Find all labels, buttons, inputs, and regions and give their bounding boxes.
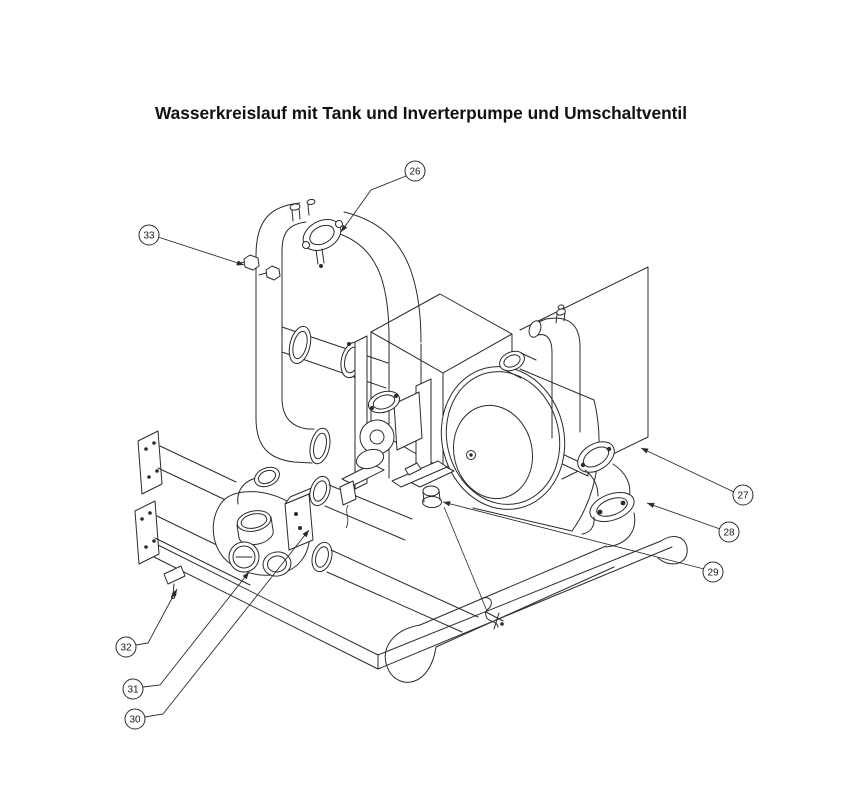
callout-26: 26 <box>404 160 426 182</box>
callout-29-label: 29 <box>707 568 719 579</box>
callout-27-label: 27 <box>737 491 749 502</box>
leader-32 <box>135 588 178 646</box>
pipe-bracket-clip <box>163 565 186 585</box>
callout-33: 33 <box>138 224 160 246</box>
callout-29: 29 <box>702 561 724 583</box>
base-frame <box>137 536 688 670</box>
diverter-elbow-assembly <box>577 441 636 548</box>
drain-valve-and-sensors <box>339 460 448 529</box>
callout-32: 32 <box>115 636 137 658</box>
lower-pipe-flange <box>134 500 160 565</box>
valve-actuator <box>284 493 314 551</box>
tank-top-elbow <box>528 304 581 439</box>
callout-28-label: 28 <box>723 528 735 539</box>
leader-30 <box>144 529 310 718</box>
elbow-flange <box>589 491 635 523</box>
leader-26 <box>340 175 407 233</box>
leader-33 <box>157 236 245 266</box>
callout-leaders <box>135 175 735 718</box>
callout-31: 31 <box>122 678 144 700</box>
diverter-valve-manifold <box>134 430 479 633</box>
leader-27 <box>640 447 735 493</box>
callout-30-label: 30 <box>129 715 141 726</box>
return-pipe <box>384 545 615 683</box>
callout-32-label: 32 <box>120 643 132 654</box>
callout-30: 30 <box>124 708 146 730</box>
figure-title: Wasserkreislauf mit Tank und Inverterpum… <box>155 103 687 123</box>
inverter-pump-assembly <box>341 335 455 490</box>
pipe-arch <box>236 198 422 465</box>
callout-26-label: 26 <box>409 167 421 178</box>
callout-33-label: 33 <box>143 231 155 242</box>
retaining-clip <box>443 506 504 630</box>
drain-valve <box>422 485 440 497</box>
callout-28: 28 <box>718 521 740 543</box>
callout-31-label: 31 <box>127 685 139 696</box>
upper-pipe-flange <box>137 430 163 495</box>
arch-nipple-fittings <box>291 207 301 222</box>
leader-31 <box>142 571 250 688</box>
callout-balloons: 26 27 28 29 30 31 32 33 <box>115 160 754 730</box>
callout-27: 27 <box>732 484 754 506</box>
leader-29 <box>442 501 705 570</box>
leader-28 <box>646 502 721 530</box>
vent-plug-fittings <box>236 254 281 281</box>
